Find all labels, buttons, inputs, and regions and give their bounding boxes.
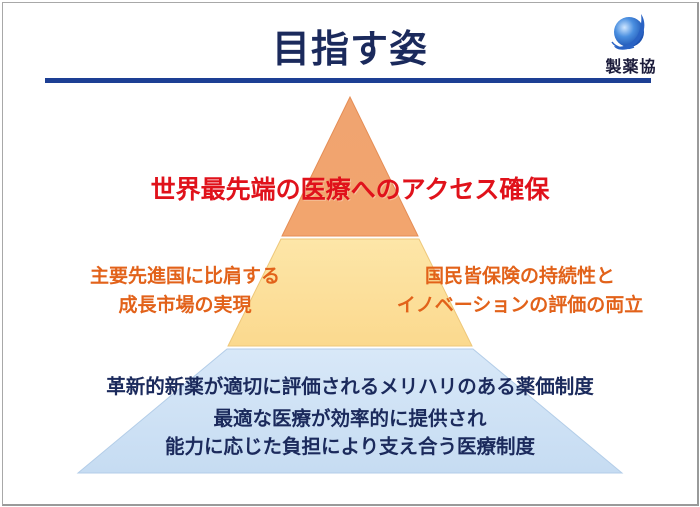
page-title: 目指す姿 bbox=[271, 27, 428, 71]
pyramid-bottom-label-2: 最適な医療が効率的に提供され 能力に応じた負担により支え合う医療制度 bbox=[0, 405, 700, 461]
middle-left-line-2: 成長市場の実現 bbox=[118, 294, 252, 316]
middle-left-line-1: 主要先進国に比肩する bbox=[89, 265, 280, 287]
title-rule bbox=[45, 78, 651, 83]
pyramid-top-tier bbox=[281, 95, 419, 237]
pyramid-bottom-label-1: 革新的新薬が適切に評価されるメリハリのある薬価制度 bbox=[106, 375, 594, 398]
pyramid-middle-right-label: 国民皆保険の持続性と イノベーションの評価の両立 bbox=[380, 262, 660, 320]
jpma-logo: 製薬協 bbox=[596, 10, 666, 76]
bottom-line-2a: 最適な医療が効率的に提供され bbox=[213, 407, 487, 430]
pyramid-middle-left-label: 主要先進国に比肩する 成長市場の実現 bbox=[55, 262, 315, 320]
logo-text: 製薬協 bbox=[605, 57, 657, 76]
pyramid-middle-tier bbox=[227, 238, 473, 347]
pyramid-bottom-tier bbox=[76, 348, 624, 474]
pyramid-top-label: 世界最先端の医療へのアクセス確保 bbox=[150, 175, 550, 204]
globe-icon bbox=[611, 14, 645, 50]
bottom-line-2b: 能力に応じた負担により支え合う医療制度 bbox=[164, 435, 536, 458]
middle-right-line-1: 国民皆保険の持続性と bbox=[424, 265, 615, 287]
middle-right-line-2: イノベーションの評価の両立 bbox=[396, 294, 644, 316]
